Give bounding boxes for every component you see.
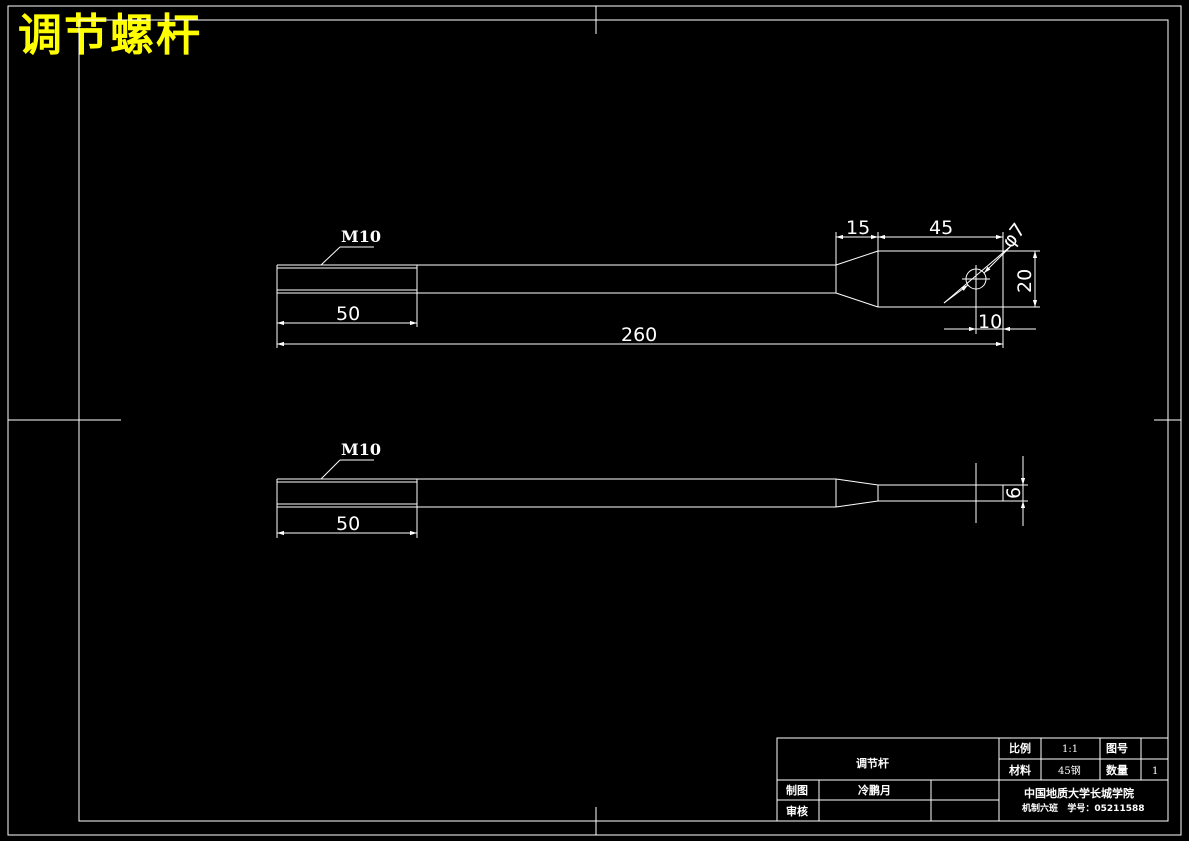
tb-material-value: 45钢	[1058, 764, 1081, 777]
top-view-dimensions	[276, 232, 1040, 348]
top-dim-taper-length: 15	[846, 217, 870, 239]
rod-top-view	[276, 250, 1004, 308]
tb-scale-label: 比例	[1009, 741, 1031, 755]
top-dim-thread-length: 50	[336, 303, 360, 325]
outer-frame	[7, 5, 1182, 836]
top-dim-flat-width: 20	[1014, 269, 1036, 293]
tb-scale-value: 1:1	[1062, 744, 1078, 755]
tb-drawing-no-label: 图号	[1106, 742, 1128, 755]
bottom-thread-label: M10	[341, 440, 381, 459]
tb-part-name: 调节杆	[856, 756, 889, 770]
tb-school: 中国地质大学长城学院	[1024, 786, 1134, 800]
bottom-dim-thread-length: 50	[336, 513, 360, 535]
drawing-title: 调节螺杆	[18, 10, 202, 61]
title-block	[776, 737, 1169, 822]
centering-marks	[8, 6, 1181, 835]
bottom-dim-flat-thickness: 6	[1003, 487, 1025, 499]
top-thread-label: M10	[341, 227, 381, 246]
top-dim-hole-diameter: φ7	[998, 219, 1030, 252]
tb-quantity-value: 1	[1152, 766, 1158, 777]
top-dim-flat-length: 45	[929, 217, 953, 239]
inner-frame	[78, 19, 1169, 822]
rod-bottom-view	[276, 463, 1004, 523]
tb-class-id: 机制六班 学号：05211588	[1022, 802, 1145, 814]
top-dim-total-length: 260	[621, 324, 657, 346]
tb-material-label: 材料	[1009, 763, 1031, 777]
tb-quantity-label: 数量	[1106, 763, 1128, 777]
tb-checked-by-label: 审核	[786, 804, 808, 818]
bottom-view-dimensions	[276, 456, 1028, 538]
top-dim-hole-offset: 10	[978, 311, 1002, 333]
tb-drawn-by-value: 冷鹏月	[858, 783, 891, 797]
tb-drawn-by-label: 制图	[786, 783, 808, 797]
